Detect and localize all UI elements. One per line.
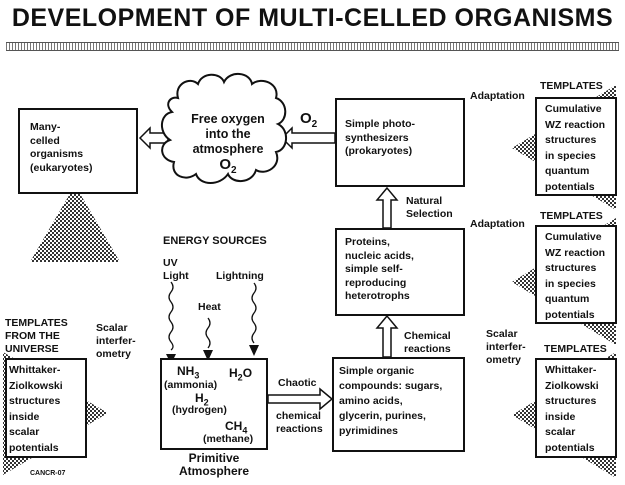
chemical-reactions-label-2: chemical reactions: [276, 410, 323, 435]
lightning-squiggle: [251, 282, 257, 344]
wz-text-left: Whittaker- Ziolkowski structures inside …: [9, 364, 63, 454]
template-cone-many-celled: [30, 185, 120, 262]
organic-text: Simple organic compounds: sugars, amino …: [339, 365, 443, 437]
scalar-label-right: Scalar interfer- ometry: [486, 328, 526, 366]
wz-box-left: [5, 358, 87, 458]
hydrogen-label: (hydrogen): [172, 404, 227, 416]
uv-light-label: UV Light: [163, 257, 189, 282]
atmosphere-to-organic-arrow: [267, 387, 334, 411]
organic-to-proteins-arrow: [375, 314, 399, 358]
h2-formula: H2: [195, 391, 209, 408]
adaptation-label-2: Adaptation: [470, 218, 525, 230]
templates-heading-3: TEMPLATES: [544, 343, 607, 355]
photosynth-box: [335, 98, 465, 187]
organic-box: [332, 357, 465, 452]
scalar-label-left: Scalar interfer- ometry: [96, 322, 136, 360]
cloud-caption: Free oxygen into the atmosphere: [191, 112, 265, 156]
photosynth-text: Simple photo- synthesizers (prokaryotes): [345, 118, 415, 157]
heat-arrowhead: [203, 350, 213, 361]
heat-label: Heat: [198, 301, 221, 313]
uv-squiggle: [168, 281, 174, 351]
chemical-reactions-label: Chemical reactions: [404, 330, 451, 355]
lightning-label: Lightning: [216, 270, 264, 282]
title-rule: [6, 42, 619, 51]
cloud-o2: O2: [219, 156, 237, 176]
primitive-atmosphere-label: Primitive Atmosphere: [178, 451, 249, 478]
templates-box-mid: [535, 225, 617, 324]
proteins-text: Proteins, nucleic acids, simple self- re…: [345, 236, 414, 302]
templates-text-top: Cumulative WZ reaction structures in spe…: [545, 103, 606, 193]
many-celled-box: [18, 108, 138, 194]
natural-selection-label: Natural Selection: [406, 195, 453, 220]
adaptation-label-1: Adaptation: [470, 90, 525, 102]
templates-heading-2: TEMPLATES: [540, 210, 603, 222]
diagram-title: DEVELOPMENT OF MULTI-CELLED ORGANISMS: [11, 4, 614, 32]
nh3-formula: NH3: [177, 364, 200, 381]
cloud-text: Free oxygen into the atmosphere O2: [178, 112, 278, 178]
templates-universe-label: TEMPLATES FROM THE UNIVERSE: [5, 317, 68, 355]
o2-label: O2: [300, 110, 318, 130]
atmosphere-box: [160, 358, 268, 450]
templates-text-mid: Cumulative WZ reaction structures in spe…: [545, 231, 606, 321]
proteins-box: [335, 228, 465, 316]
wz-text-right: Whittaker- Ziolkowski structures inside …: [545, 364, 599, 454]
templates-heading-1: TEMPLATES: [540, 80, 603, 92]
wz-box-right: [535, 358, 617, 458]
lightning-arrowhead: [249, 345, 259, 356]
ammonia-label: (ammonia): [164, 379, 218, 391]
chaotic-label: Chaotic: [278, 377, 317, 389]
figure-code: CANCR-07: [30, 470, 66, 477]
templates-box-top: [535, 97, 617, 196]
proteins-to-photosynth-arrow: [375, 186, 399, 229]
o2-cloud: [161, 73, 287, 184]
ch4-formula: CH4: [225, 419, 248, 436]
many-celled-text: Many- celled organisms (eukaryotes): [30, 121, 93, 174]
heat-squiggle: [205, 317, 211, 349]
h2o-formula: H2O: [229, 366, 253, 383]
photosynth-to-cloud-arrow: [280, 126, 336, 150]
methane-label: (methane): [203, 433, 254, 445]
energy-sources-heading: ENERGY SOURCES: [163, 235, 267, 247]
